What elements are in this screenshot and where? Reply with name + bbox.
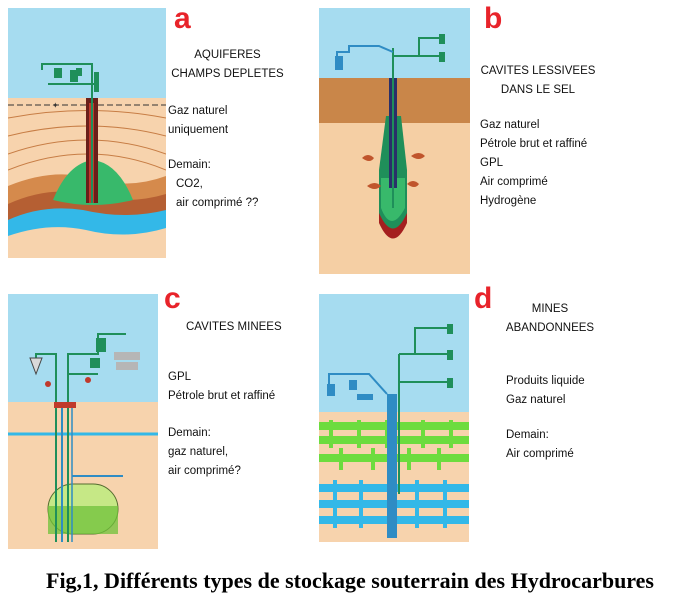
figure-caption: Fig,1, Différents types de stockage sout… — [46, 568, 654, 593]
panel-b-product: GPL — [480, 157, 504, 169]
panel-d-title: MINES ABANDONNEES — [500, 300, 600, 338]
panel-d-title-line: ABANDONNEES — [505, 322, 595, 334]
panel-a-future-line: Demain: — [168, 159, 211, 171]
panel-b-title-line: CAVITES LESSIVEES — [480, 65, 596, 77]
panel-a-title-line: CHAMPS DEPLETES — [171, 68, 284, 80]
panel-d-title-line: MINES — [531, 303, 569, 315]
panel-d-product: Produits liquide — [506, 375, 585, 387]
panel-a-diagram: ✦ — [8, 8, 166, 258]
panel-c-future: Demain: gaz naturel, air comprimé? — [168, 424, 241, 481]
panel-d-future: Demain: Air comprimé — [506, 426, 574, 464]
panel-d-products: Produits liquide Gaz naturel — [506, 372, 585, 410]
panel-a-product: uniquement — [168, 124, 229, 136]
panel-a-products: Gaz naturel uniquement — [168, 102, 228, 140]
panel-b-title-line: DANS LE SEL — [500, 84, 576, 96]
panel-c-diagram — [8, 294, 158, 549]
panel-c-title-line: CAVITES MINEES — [186, 321, 282, 333]
panel-a-future-line: air comprimé ?? — [176, 197, 259, 209]
svg-text:✦: ✦ — [52, 101, 59, 110]
panel-b-product: Hydrogène — [480, 195, 537, 207]
panel-b-product: Gaz naturel — [480, 119, 540, 131]
panel-c-future-line: gaz naturel, — [168, 446, 229, 458]
panel-b-product: Air comprimé — [480, 176, 548, 188]
panel-c-future-line: air comprimé? — [168, 465, 241, 477]
panel-d-future-line: Air comprimé — [506, 448, 574, 460]
panel-c-products: GPL Pétrole brut et raffiné — [168, 368, 275, 406]
panel-b-product: Pétrole brut et raffiné — [480, 138, 588, 150]
panel-b-products: Gaz naturel Pétrole brut et raffiné GPL … — [480, 116, 587, 211]
panel-c-letter: c — [164, 282, 181, 315]
panel-b-letter: b — [484, 2, 503, 35]
panel-a-title-line: AQUIFERES — [194, 49, 261, 61]
panel-c-future-line: Demain: — [168, 427, 211, 439]
panel-d-diagram — [319, 294, 469, 542]
panel-a-title: AQUIFERES CHAMPS DEPLETES — [170, 46, 285, 84]
panel-a-product: Gaz naturel — [168, 105, 228, 117]
panel-c-product: GPL — [168, 371, 192, 383]
panel-b-title: CAVITES LESSIVEES DANS LE SEL — [478, 62, 598, 100]
panel-d-product: Gaz naturel — [506, 394, 566, 406]
panel-b-diagram — [319, 8, 470, 274]
panel-a-future: Demain: CO2, air comprimé ?? — [168, 156, 258, 213]
panel-a-letter: a — [174, 2, 191, 35]
panel-d-letter: d — [474, 282, 493, 315]
panel-a-future-line: CO2, — [176, 178, 203, 190]
panel-c-title: CAVITES MINEES — [186, 318, 282, 337]
panel-c-product: Pétrole brut et raffiné — [168, 390, 276, 402]
panel-d-future-line: Demain: — [506, 429, 549, 441]
